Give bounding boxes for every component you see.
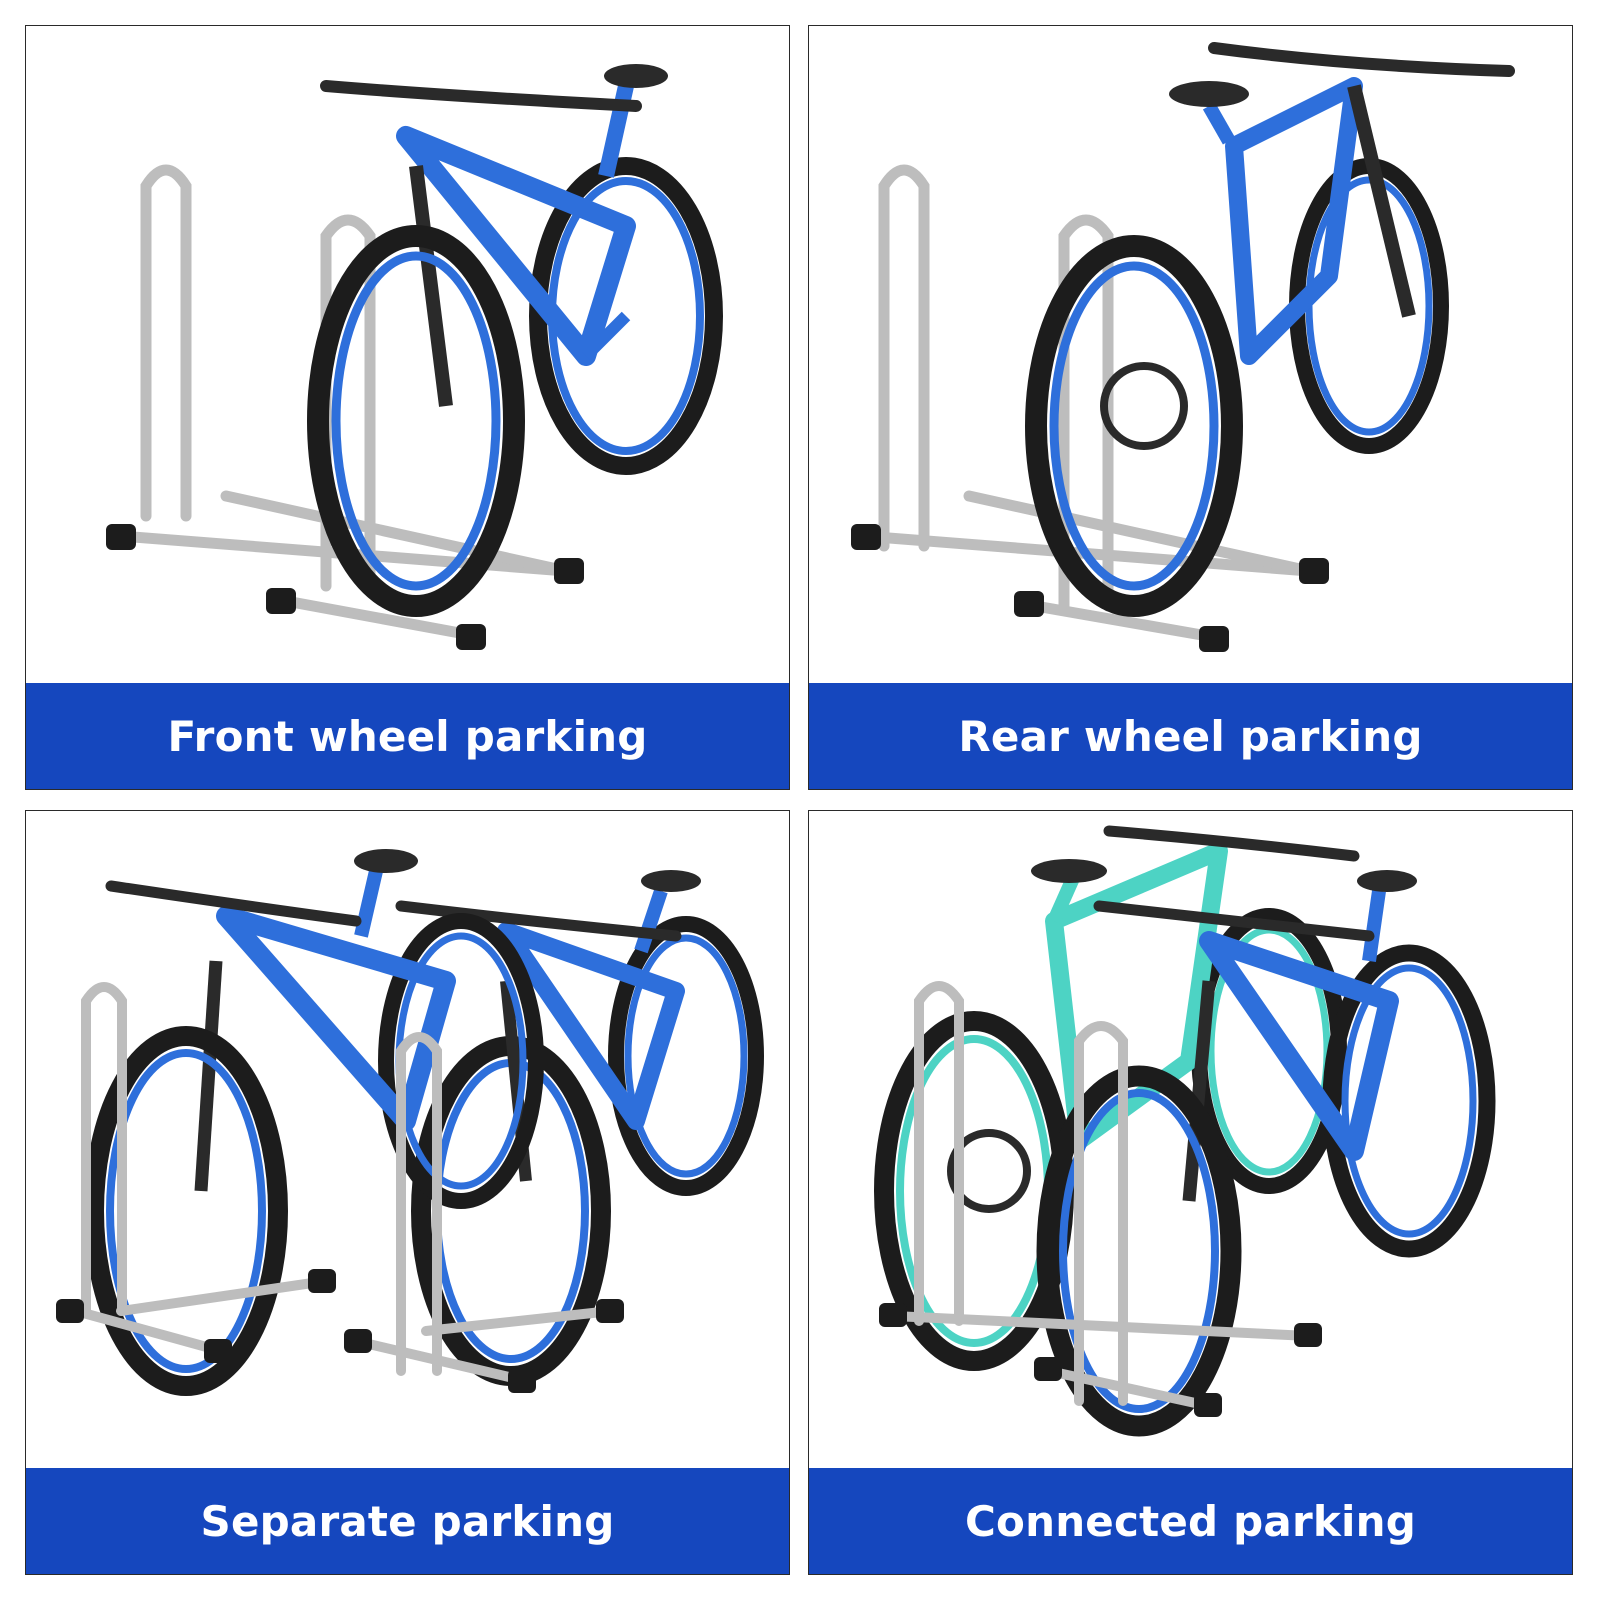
separate-parking-image	[56, 849, 764, 1396]
rack-feet	[106, 524, 584, 650]
caption: Rear wheel parking	[809, 683, 1572, 789]
panel-connected-parking: Connected parking	[808, 810, 1573, 1575]
rear-wheel	[529, 157, 723, 475]
rack-feet	[56, 1269, 624, 1393]
rack	[889, 981, 1314, 1411]
caption: Front wheel parking	[26, 683, 789, 789]
panel-front-wheel-parking: Front wheel parking	[25, 25, 790, 790]
bike	[307, 64, 723, 617]
rear-wheel-parking-image	[851, 42, 1515, 652]
caption: Separate parking	[26, 1468, 789, 1574]
panel-separate-parking: Separate parking	[25, 810, 790, 1575]
rack-right	[351, 1032, 616, 1386]
bike-blue	[1036, 870, 1496, 1437]
bike-front	[84, 849, 544, 1396]
panel-rear-wheel-parking: Rear wheel parking	[808, 25, 1573, 790]
caption: Connected parking	[809, 1468, 1572, 1574]
rack-feet	[851, 524, 1329, 652]
bike	[1025, 42, 1515, 617]
connected-parking-image	[874, 825, 1496, 1437]
rear-wheel	[1025, 235, 1243, 617]
front-wheel	[307, 225, 525, 617]
rack-left	[71, 982, 331, 1356]
front-wheel-parking-image	[106, 64, 723, 650]
rack-feet	[879, 1303, 1322, 1417]
front-wheel	[1289, 158, 1449, 454]
bike-back	[395, 870, 764, 1386]
